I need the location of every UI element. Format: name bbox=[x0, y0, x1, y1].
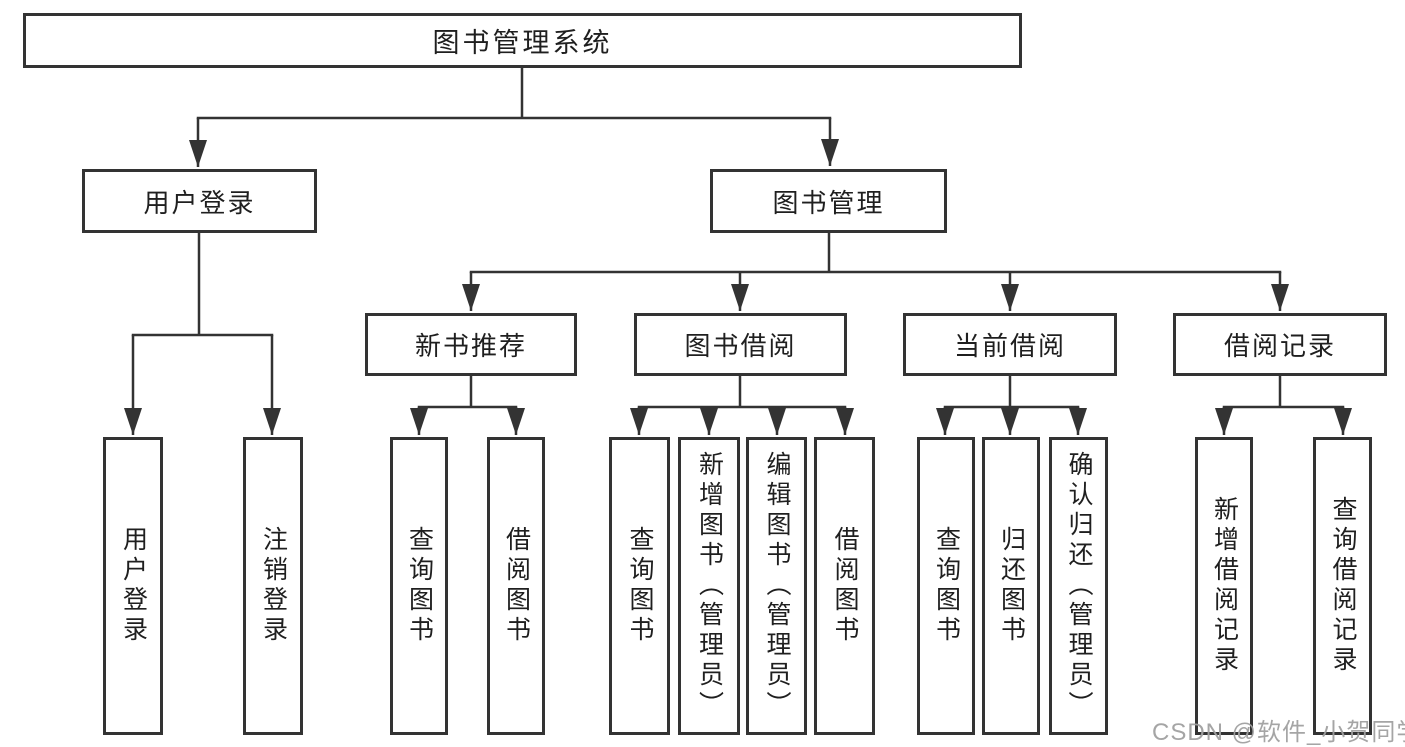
leaf-user-login: 用户登录 bbox=[103, 437, 163, 735]
connector bbox=[417, 373, 518, 409]
connector-lines bbox=[131, 66, 1345, 409]
leaf-query-books-recommend: 查询图书 bbox=[390, 437, 448, 735]
leaf-add-borrow-record: 新增借阅记录 bbox=[1195, 437, 1253, 735]
connector-arrows bbox=[124, 118, 1352, 435]
leaf-borrow-books-borrowing: 借阅图书 bbox=[814, 437, 875, 735]
node-library-system: 图书管理系统 bbox=[23, 13, 1022, 68]
leaf-edit-book-admin: 编辑图书（管理员） bbox=[746, 437, 807, 735]
leaf-add-book-admin: 新增图书（管理员） bbox=[678, 437, 740, 735]
leaf-query-borrow-record: 查询借阅记录 bbox=[1313, 437, 1372, 735]
connector bbox=[943, 373, 1080, 409]
node-user-login: 用户登录 bbox=[82, 169, 317, 233]
leaf-confirm-return-admin: 确认归还（管理员） bbox=[1049, 437, 1108, 735]
node-current-borrowing: 当前借阅 bbox=[903, 313, 1117, 376]
node-book-management: 图书管理 bbox=[710, 169, 947, 233]
leaf-query-books-borrowing: 查询图书 bbox=[609, 437, 670, 735]
connector bbox=[131, 231, 274, 337]
leaf-logout: 注销登录 bbox=[243, 437, 303, 735]
node-new-book-recommendation: 新书推荐 bbox=[365, 313, 577, 376]
node-borrowing-records: 借阅记录 bbox=[1173, 313, 1387, 376]
connector bbox=[196, 66, 832, 120]
connector bbox=[469, 231, 1282, 274]
csdn-watermark: CSDN @软件_小贺同学 bbox=[1152, 719, 1405, 746]
node-book-borrowing: 图书借阅 bbox=[634, 313, 847, 376]
leaf-query-books-current: 查询图书 bbox=[917, 437, 975, 735]
leaf-return-books: 归还图书 bbox=[982, 437, 1040, 735]
connector bbox=[1222, 373, 1345, 409]
leaf-borrow-books-recommend: 借阅图书 bbox=[487, 437, 545, 735]
connector bbox=[637, 373, 847, 409]
